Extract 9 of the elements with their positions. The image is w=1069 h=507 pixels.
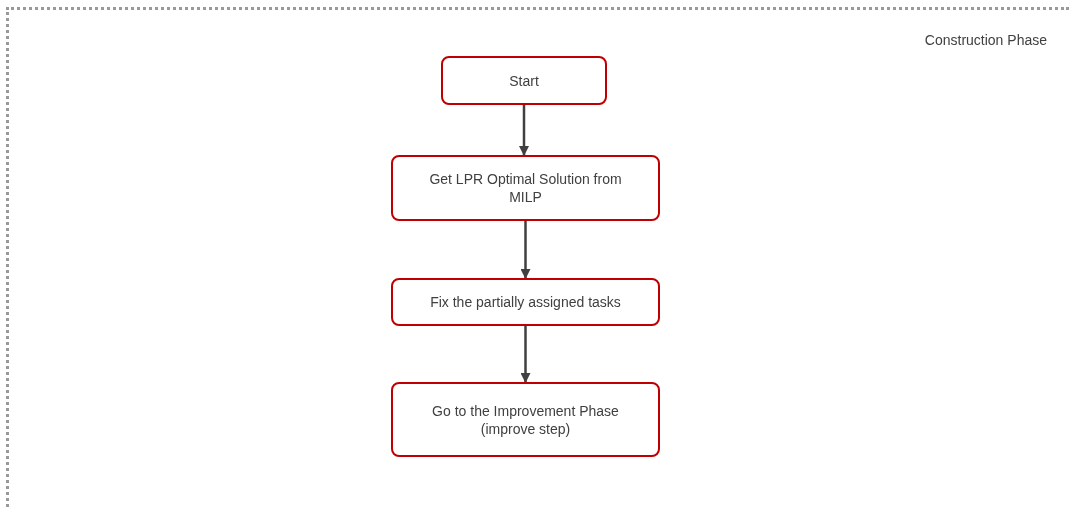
arrow (519, 105, 529, 156)
arrow (520, 221, 531, 279)
process-box: Fix the partially assigned tasks (391, 278, 660, 326)
phase-title: Construction Phase (924, 32, 1047, 48)
process-box: Get LPR Optimal Solution from MILP (391, 155, 660, 221)
phase-frame (6, 7, 1069, 507)
process-box: Go to the Improvement Phase (improve step) (391, 382, 660, 457)
arrow (520, 326, 531, 383)
process-box: Start (441, 56, 607, 105)
